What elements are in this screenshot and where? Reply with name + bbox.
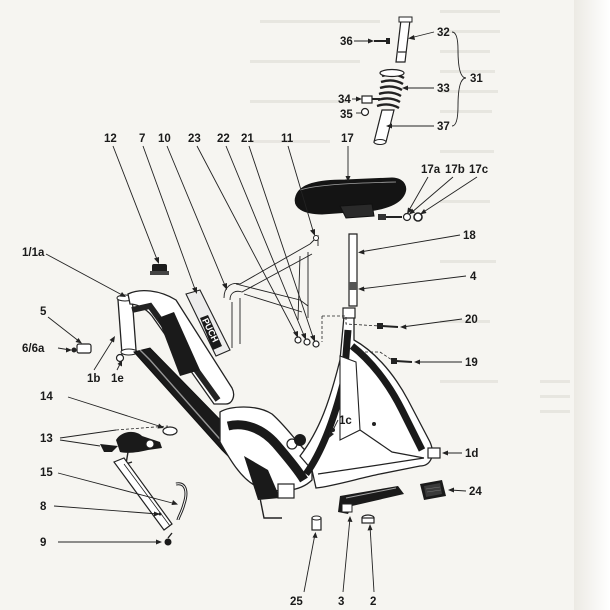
- seat-assembly: [294, 177, 423, 222]
- nut-35: [360, 107, 370, 117]
- label-33: 33: [437, 83, 450, 95]
- label-37: 37: [437, 121, 450, 133]
- main-frame: [116, 289, 441, 519]
- label-34: 34: [338, 94, 351, 106]
- steering-column-tube: [395, 16, 413, 63]
- plug-6: [71, 347, 77, 353]
- electrical-switch-assembly: [100, 426, 178, 466]
- washer-21: [312, 340, 320, 348]
- hook-11: [313, 235, 319, 241]
- label-23: 23: [188, 133, 201, 145]
- label-17c: 17c: [469, 164, 489, 176]
- small-screw-36: [374, 38, 390, 44]
- plug-5: [76, 343, 92, 354]
- label-20: 20: [465, 314, 478, 326]
- label-2: 2: [370, 596, 376, 608]
- label-32: 32: [437, 27, 450, 39]
- label-36: 36: [340, 36, 353, 48]
- stand-bracket: [113, 457, 188, 531]
- label-1e: 1e: [111, 373, 124, 385]
- paper-edge: [574, 0, 610, 610]
- label-31: 31: [470, 73, 483, 85]
- bolt-19: [391, 358, 413, 364]
- label-8: 8: [40, 501, 47, 513]
- label-19: 19: [465, 357, 478, 369]
- reflector-24: [420, 480, 446, 500]
- seat-post: [348, 233, 358, 307]
- fuel-cap: [150, 264, 169, 275]
- rear-dropout: [427, 447, 441, 459]
- bolt-20: [377, 323, 399, 329]
- seat-bolt-17a: [378, 214, 402, 220]
- frame-rear-section: [299, 315, 434, 489]
- bolt-34: [361, 95, 380, 104]
- label-17a: 17a: [421, 164, 441, 176]
- label-22: 22: [217, 133, 230, 145]
- steering-spring: [376, 68, 405, 110]
- label-1-1a: 1/1a: [22, 247, 45, 259]
- label-1c: 1c: [339, 415, 352, 427]
- label-6-6a: 6/6a: [22, 343, 45, 355]
- part-labels: 36 32 31 33 34 35 37 12 7 10 23 22 21 11…: [22, 27, 489, 608]
- label-17b: 17b: [445, 164, 465, 176]
- grommet-14: [162, 426, 178, 436]
- label-9: 9: [40, 537, 46, 549]
- label-1d: 1d: [465, 448, 478, 460]
- label-35: 35: [340, 109, 353, 121]
- label-17: 17: [341, 133, 354, 145]
- label-13: 13: [40, 433, 53, 445]
- steering-lower-tube: [373, 109, 395, 145]
- label-10: 10: [158, 133, 171, 145]
- seat-bracket: [339, 203, 375, 219]
- seat-washer-17b: [402, 212, 412, 222]
- label-15: 15: [40, 467, 53, 479]
- label-18: 18: [463, 230, 476, 242]
- label-12: 12: [104, 133, 117, 145]
- label-24: 24: [469, 486, 482, 498]
- seat-cushion: [294, 177, 407, 215]
- label-3: 3: [338, 596, 344, 608]
- label-25: 25: [290, 596, 303, 608]
- bleed-through-text: [250, 10, 570, 413]
- cap-1e: [115, 353, 125, 363]
- label-14: 14: [40, 391, 53, 403]
- label-21: 21: [241, 133, 254, 145]
- label-4: 4: [470, 271, 477, 283]
- leader-lines: [45, 31, 478, 593]
- screw-9: [164, 532, 173, 546]
- washer-22: [303, 338, 311, 346]
- label-1b: 1b: [87, 373, 100, 385]
- seat-nut-17c: [413, 212, 423, 222]
- rubber-pad-2: [361, 514, 375, 524]
- steering-column-assembly: [360, 16, 413, 145]
- label-5: 5: [40, 306, 47, 318]
- sleeve-25: [311, 515, 322, 531]
- pedal-bracket-3: [338, 486, 404, 514]
- label-7: 7: [139, 133, 145, 145]
- carrier-tube-assembly: [223, 234, 320, 348]
- label-11: 11: [281, 133, 294, 145]
